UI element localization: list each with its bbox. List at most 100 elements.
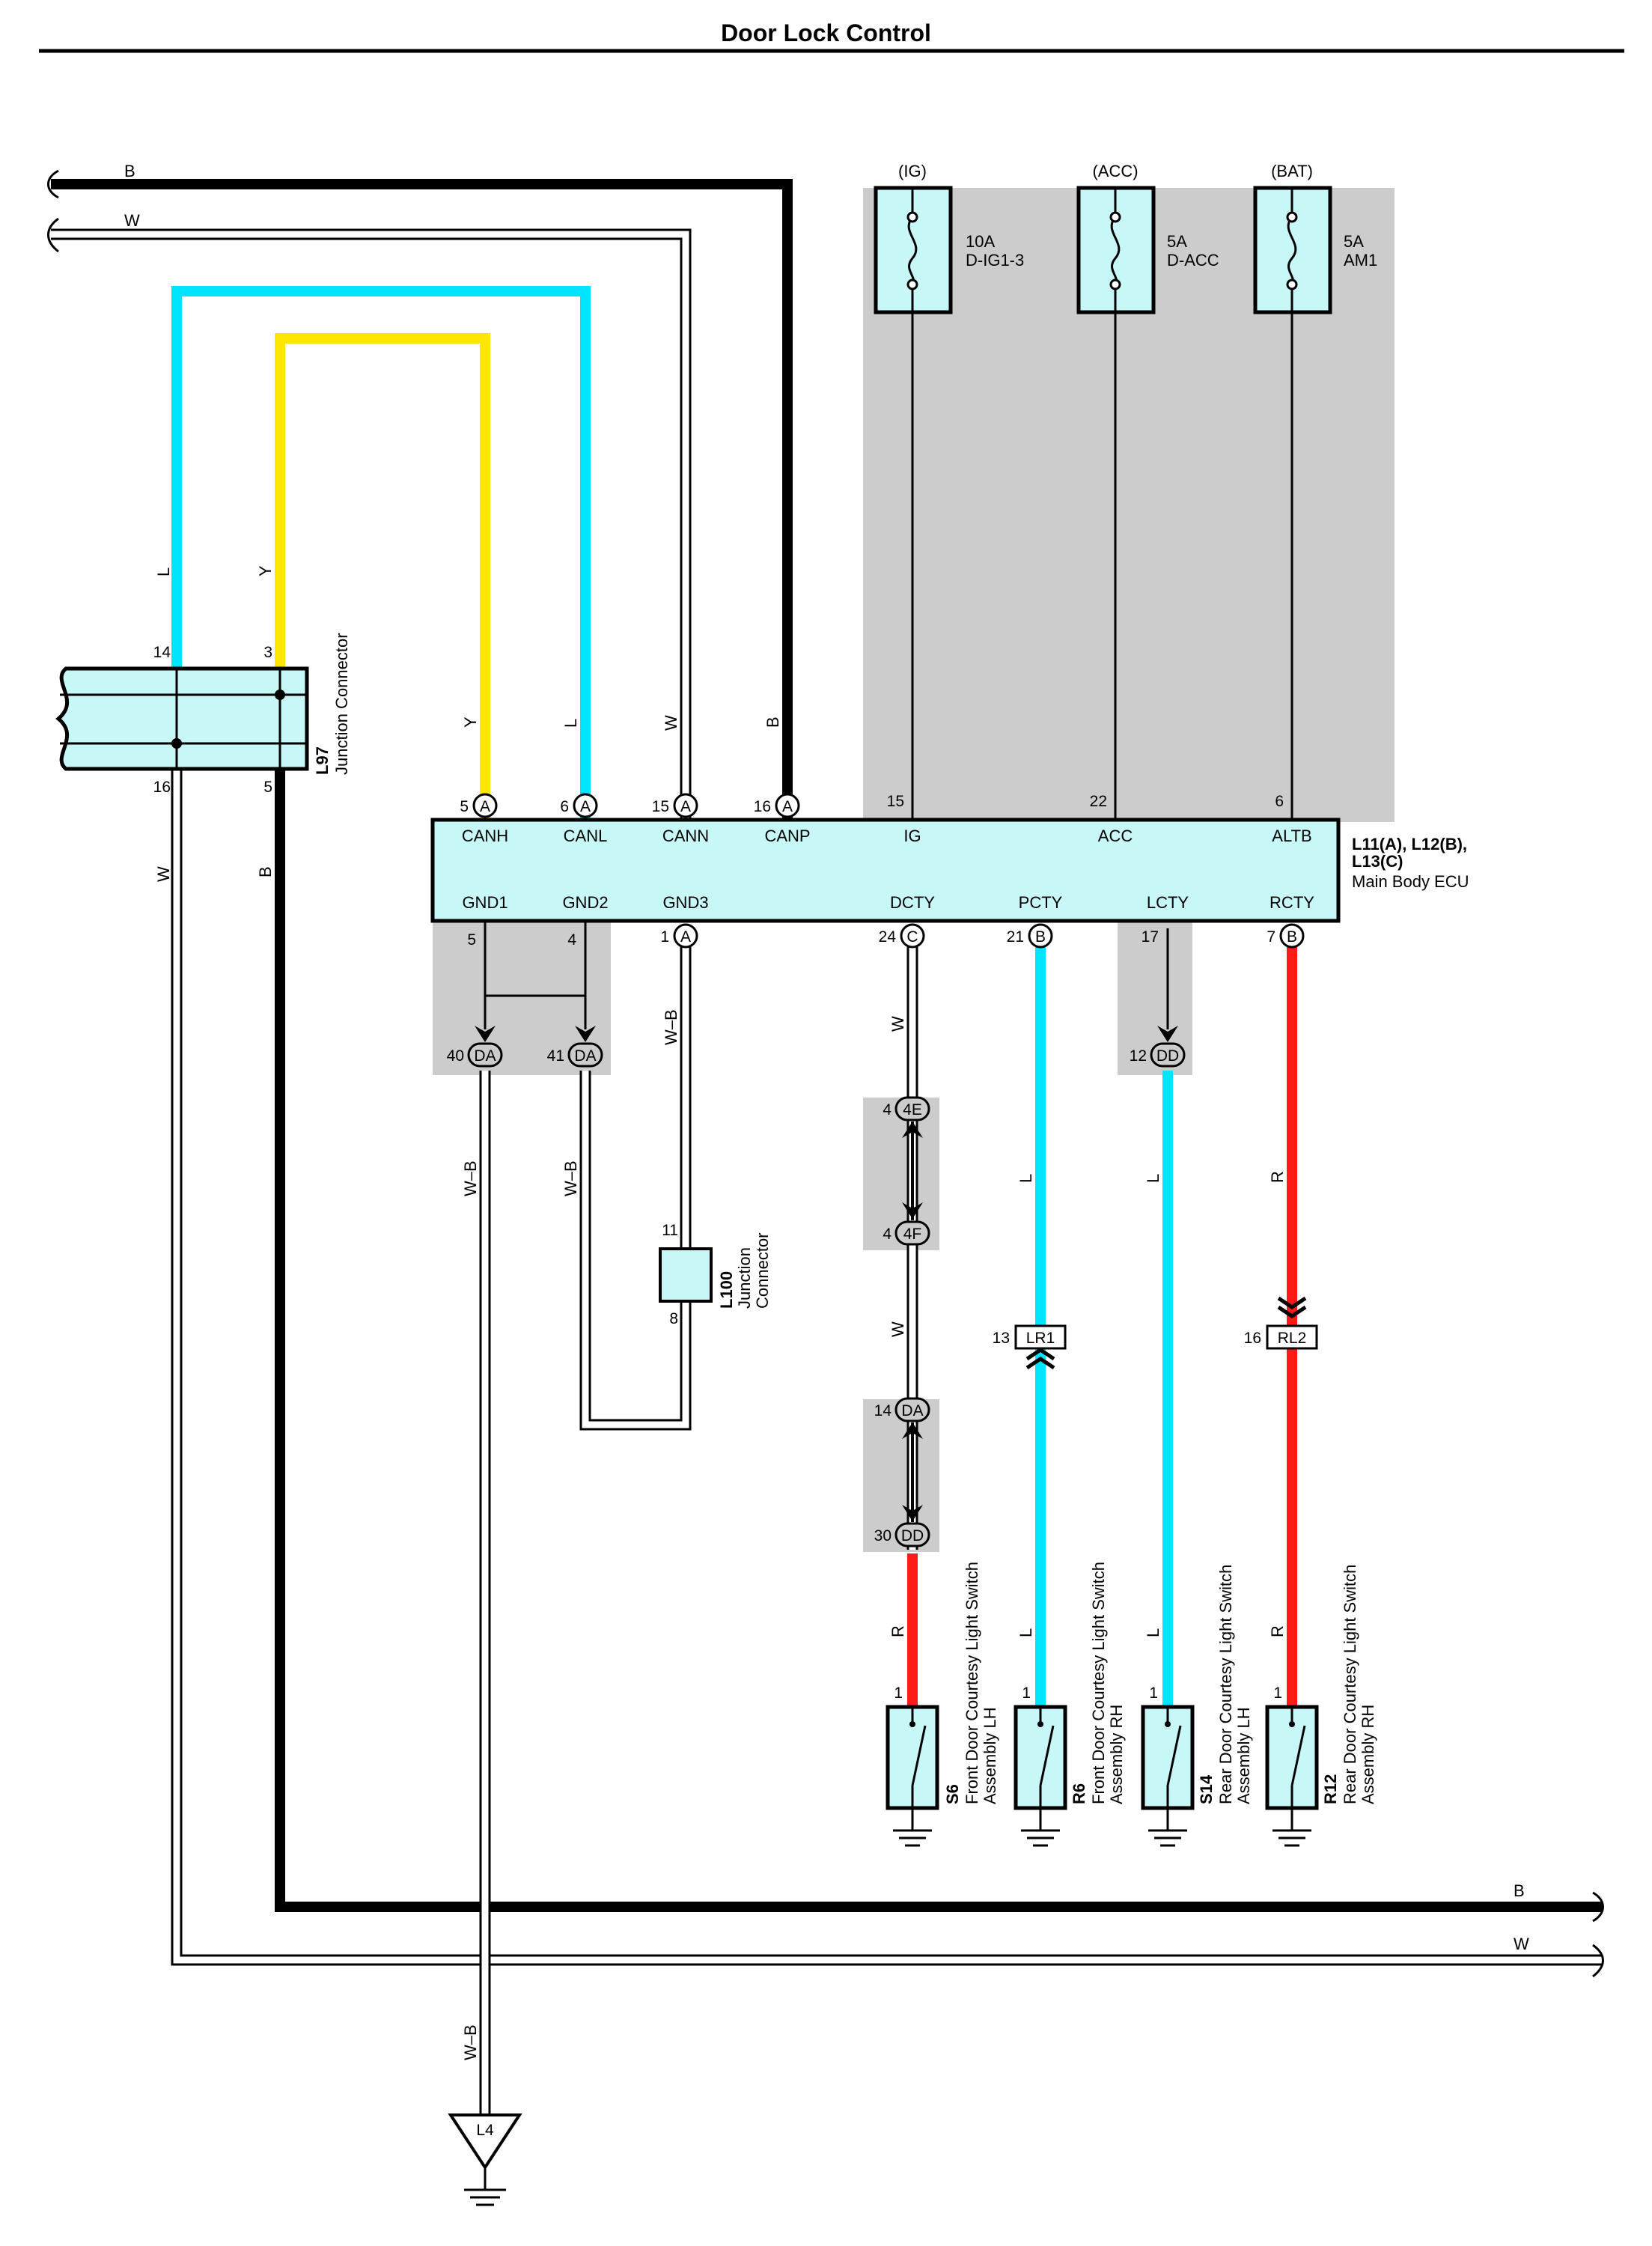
l97-pin-5: 5 — [263, 779, 272, 796]
lr1-connector — [1014, 1324, 1067, 1370]
fuse-rating-bat: 5A — [1344, 232, 1364, 251]
ecu-conn-rcty: B — [1287, 928, 1297, 946]
ecu-pin-rcty-num: 7 — [1267, 928, 1275, 946]
wc-y-left: Y — [256, 565, 275, 576]
diagram-title: Door Lock Control — [721, 19, 931, 46]
l100-id: L100 — [717, 1271, 736, 1309]
ecu-pin-gnd2-name: GND2 — [562, 893, 608, 912]
fuse-rating-acc: 5A — [1167, 232, 1187, 251]
wc-l-left: L — [154, 567, 173, 576]
ecu-pin-cann-name: CANN — [662, 827, 709, 845]
switch-r12-pin: 1 — [1273, 1684, 1282, 1702]
switch-s6-pin: 1 — [894, 1684, 903, 1702]
l97-pin-14: 14 — [153, 644, 171, 661]
wc-l-canl: L — [561, 719, 580, 728]
rl2-connector — [1266, 1296, 1318, 1350]
jc-da40-pin: 40 — [447, 1047, 464, 1065]
wc-l-lcty: L — [1144, 1174, 1162, 1183]
ground-l4-id: L4 — [476, 2122, 494, 2139]
ecu-pin-canp-num: 16 — [754, 798, 771, 815]
ecu-id2: L13(C) — [1352, 852, 1403, 871]
wc-r-r12: R — [1268, 1625, 1287, 1637]
jc-4e-code: 4E — [903, 1101, 922, 1119]
l100-name-2: Connector — [753, 1232, 772, 1309]
jc-dd12-pin: 12 — [1130, 1047, 1147, 1065]
switch-s14-line1: Rear Door Courtesy Light Switch — [1216, 1565, 1235, 1804]
rl2-code: RL2 — [1278, 1330, 1307, 1347]
l97-pin-16: 16 — [153, 779, 171, 796]
l97-junction-connector — [55, 666, 309, 771]
jc-da14-pin: 14 — [874, 1402, 892, 1419]
wire-b-bottom — [275, 764, 1602, 1912]
ecu-conn-cann: A — [680, 798, 691, 815]
ecu-pin-pcty-num: 21 — [1007, 928, 1024, 946]
fuse-source-acc: (ACC) — [1092, 162, 1138, 180]
switch-r6-id: R6 — [1070, 1783, 1088, 1804]
switch-s6 — [886, 1705, 939, 1847]
l100-name-1: Junction — [735, 1247, 754, 1309]
rl2-pin: 16 — [1244, 1330, 1261, 1347]
jc-dd12-code: DD — [1156, 1047, 1179, 1065]
ecu-pin-canl-num: 6 — [560, 798, 569, 815]
switch-r12 — [1265, 1705, 1319, 1847]
wc-w-dcty-2: W — [889, 1321, 907, 1337]
fuse-name-acc: D-ACC — [1167, 251, 1219, 270]
ecu-conn-gnd3: A — [680, 928, 691, 946]
ecu-pin-rcty-name: RCTY — [1270, 893, 1314, 912]
ecu-pin-canl-name: CANL — [564, 827, 608, 845]
lr1-code: LR1 — [1026, 1330, 1055, 1347]
ecu-conn-canl: A — [580, 798, 591, 815]
fuse-name-ig: D-IG1-3 — [966, 251, 1024, 270]
l97-name: Junction Connector — [332, 633, 351, 775]
ecu-pin-gnd3-num: 1 — [660, 928, 669, 946]
switch-s14-id: S14 — [1197, 1774, 1216, 1804]
ecu-pin-canh-num: 5 — [460, 798, 469, 815]
wc-b-l97: B — [256, 866, 275, 877]
switch-r12-id: R12 — [1321, 1774, 1340, 1804]
wc-y-canh: Y — [461, 716, 480, 728]
wc-wb-gnd3: W–B — [662, 1009, 680, 1045]
wire-b-canp — [51, 179, 793, 820]
wc-w-dcty: W — [889, 1016, 907, 1032]
jc-da14-code: DA — [901, 1402, 923, 1419]
l100-pin-8: 8 — [669, 1310, 678, 1327]
ecu-pin-dcty-name: DCTY — [890, 893, 935, 912]
switch-s14 — [1141, 1705, 1195, 1847]
switch-r6 — [1014, 1705, 1067, 1847]
ecu-conn-canh: A — [480, 798, 490, 815]
fuse-rating-ig: 10A — [966, 232, 995, 251]
switch-r6-line1: Front Door Courtesy Light Switch — [1089, 1562, 1108, 1804]
l97-id: L97 — [313, 746, 332, 775]
switch-s14-pin: 1 — [1149, 1684, 1158, 1702]
jc-da40-code: DA — [474, 1047, 496, 1065]
wc-l-r6: L — [1017, 1628, 1035, 1637]
ecu-pin-gnd1-name: GND1 — [462, 893, 508, 912]
ecu-pin-pcty-name: PCTY — [1019, 893, 1063, 912]
ecu-pin-acc-name: ACC — [1098, 827, 1133, 845]
lr1-pin: 13 — [993, 1330, 1010, 1347]
ecu-name: Main Body ECU — [1352, 872, 1469, 891]
wc-r-rcty: R — [1268, 1171, 1287, 1183]
junction-ovals — [467, 1042, 1186, 1547]
ecu-bottom-connectors — [673, 923, 1305, 949]
jc-da41-code: DA — [574, 1047, 596, 1065]
jc-4f-pin: 4 — [883, 1226, 891, 1243]
l97-pin-3: 3 — [263, 644, 272, 661]
wc-b-bottom: B — [1514, 1881, 1525, 1900]
fuse-ig — [874, 186, 953, 314]
ecu-id: L11(A), L12(B), — [1352, 835, 1467, 853]
ecu-conn-pcty: B — [1035, 928, 1046, 946]
ecu-top-connectors — [472, 793, 800, 818]
fuse-name-bat: AM1 — [1344, 251, 1377, 270]
wc-wb-da41: W–B — [561, 1160, 580, 1196]
wc-r-s6: R — [889, 1625, 907, 1637]
wc-l-s14: L — [1144, 1628, 1162, 1637]
ecu-pin-lcty-num: 17 — [1142, 928, 1159, 946]
jc-da41-pin: 41 — [547, 1047, 564, 1065]
switch-r6-line2: Assembly RH — [1107, 1705, 1126, 1804]
fuse-source-bat: (BAT) — [1271, 162, 1313, 180]
l100-junction-connector — [659, 1247, 713, 1303]
ecu-pin-dcty-num: 24 — [879, 928, 897, 946]
switch-r12-line1: Rear Door Courtesy Light Switch — [1341, 1565, 1359, 1804]
